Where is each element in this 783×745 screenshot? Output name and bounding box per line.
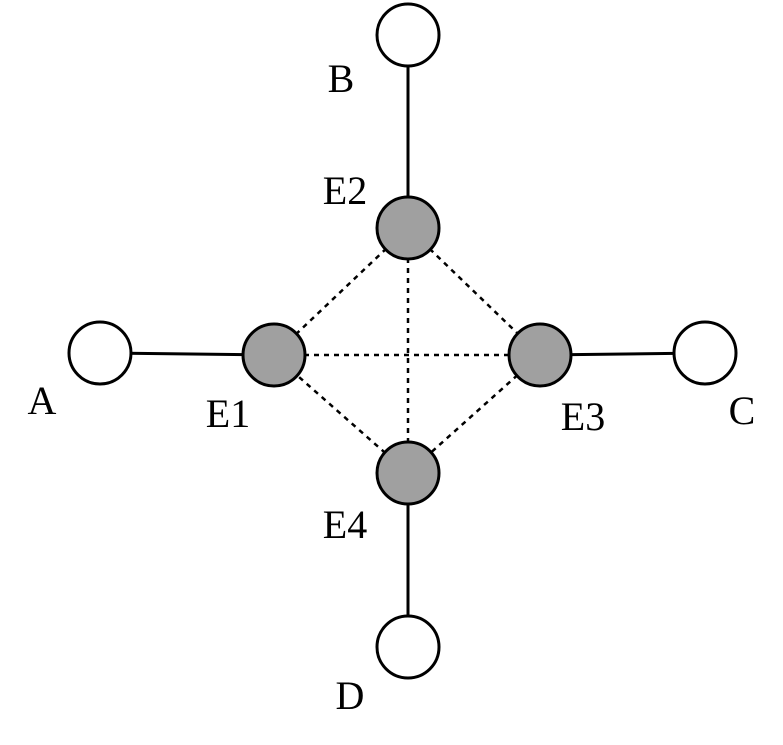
label-B: B bbox=[328, 56, 355, 101]
node-A bbox=[67, 320, 133, 386]
label-E4: E4 bbox=[323, 502, 367, 547]
node-C bbox=[672, 320, 738, 386]
label-A: A bbox=[28, 378, 57, 423]
node-B bbox=[375, 2, 441, 68]
label-C: C bbox=[729, 388, 756, 433]
nodes-layer bbox=[67, 2, 738, 680]
node-E2 bbox=[375, 195, 441, 261]
label-E3: E3 bbox=[561, 394, 605, 439]
label-D: D bbox=[336, 673, 365, 718]
labels-layer: A B C D E1 E2 E3 E4 bbox=[28, 56, 756, 718]
edges-layer bbox=[99, 35, 706, 647]
node-E1 bbox=[241, 322, 307, 388]
label-E1: E1 bbox=[206, 391, 250, 436]
node-D bbox=[375, 614, 441, 680]
label-E2: E2 bbox=[323, 168, 367, 213]
node-E3 bbox=[507, 322, 573, 388]
node-E4 bbox=[375, 440, 441, 506]
